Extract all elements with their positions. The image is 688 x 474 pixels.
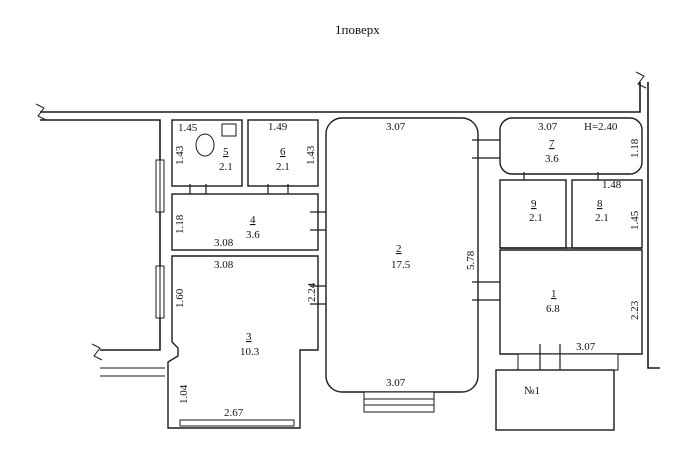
- room-4: [171, 193, 330, 251]
- room-9-area: 2.1: [529, 212, 543, 224]
- room-6-number: 6: [280, 146, 286, 158]
- room-3: [167, 255, 330, 429]
- room-labels: 5 2.1 6 2.1 4 3.6 3 10.3 2 17.5 7 3.6 9 …: [219, 138, 609, 358]
- dim-r8-side: 1.45: [629, 210, 641, 230]
- dim-r3-side: 1.60: [174, 288, 186, 308]
- dim-r3-right: 2.24: [306, 282, 318, 302]
- entrance-label: №1: [524, 385, 540, 397]
- room-5: [171, 119, 243, 196]
- dim-r7-top: 3.07: [538, 121, 558, 133]
- room-2: [325, 117, 500, 413]
- stairs-icon: [363, 391, 435, 413]
- sink-icon: [221, 123, 237, 137]
- dim-r4-bottom: 3.08: [214, 237, 234, 249]
- room-6-area: 2.1: [276, 161, 290, 173]
- room-1-area: 6.8: [546, 303, 560, 315]
- room-4-number: 4: [250, 214, 256, 226]
- dim-r2-side: 5.78: [465, 250, 477, 270]
- dim-r3-bottom: 2.67: [224, 407, 244, 419]
- dim-r5-top: 1.45: [178, 122, 198, 134]
- room-3-area: 10.3: [240, 346, 260, 358]
- room-1: [499, 247, 643, 372]
- dim-r6-top: 1.49: [268, 121, 288, 133]
- dim-r3-top: 3.08: [214, 259, 234, 271]
- room-4-area: 3.6: [246, 229, 260, 241]
- floor-title: 1поверх: [335, 22, 380, 37]
- dim-r5-side: 1.43: [174, 145, 186, 165]
- room-3-number: 3: [246, 331, 252, 343]
- room-5-number: 5: [223, 146, 229, 158]
- entrance-steps-icon: [517, 353, 619, 371]
- room-9: [499, 179, 567, 249]
- room-2-number: 2: [396, 243, 402, 255]
- dim-r8-top: 1.48: [602, 179, 622, 191]
- left-windows: [155, 159, 165, 319]
- dim-r7-side: 1.18: [629, 138, 641, 158]
- dimension-labels: 1.45 1.43 1.49 1.43 3.07 5.78 3.07 1.18 …: [174, 121, 641, 419]
- room-2-area: 17.5: [391, 259, 411, 271]
- room-6: [247, 119, 319, 196]
- toilet-icon: [195, 133, 215, 157]
- dim-r4-side: 1.18: [174, 214, 186, 234]
- room-5-area: 2.1: [219, 161, 233, 173]
- outer-walls: [35, 71, 660, 377]
- room-8-number: 8: [597, 198, 603, 210]
- room-9-number: 9: [531, 198, 537, 210]
- dim-r6-side: 1.43: [305, 145, 317, 165]
- room-1-number: 1: [551, 288, 557, 300]
- room-7-number: 7: [549, 138, 555, 150]
- entrance-block: №1: [495, 369, 615, 431]
- room-8: [571, 179, 643, 249]
- room-7: [499, 117, 643, 184]
- dim-r1-side: 2.23: [629, 300, 641, 320]
- room-8-area: 2.1: [595, 212, 609, 224]
- dim-r2-bottom: 3.07: [386, 377, 406, 389]
- dim-r2-top: 3.07: [386, 121, 406, 133]
- window-icon: [179, 419, 295, 427]
- room-7-area: 3.6: [545, 153, 559, 165]
- dim-r3-lower: 1.04: [178, 384, 190, 404]
- height-label: H=2.40: [584, 121, 618, 133]
- dim-r1-bottom: 3.07: [576, 341, 596, 353]
